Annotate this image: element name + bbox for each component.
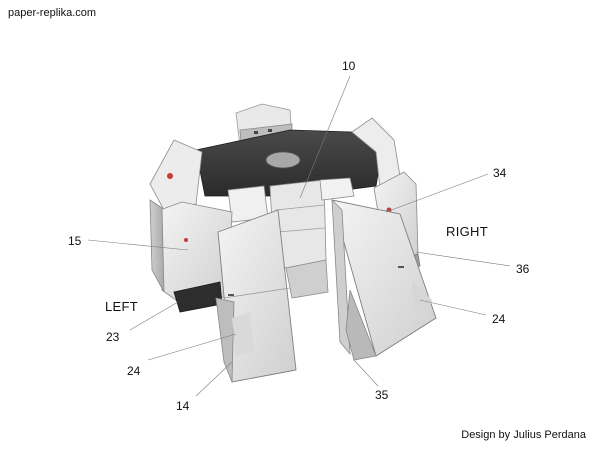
label-left: LEFT [105,299,138,314]
left-housing [149,199,233,313]
part-label-34: 34 [493,166,507,180]
part-label-24-right: 24 [492,312,506,326]
front-right-plate [331,198,437,361]
label-right: RIGHT [446,224,488,239]
part-label-23: 23 [106,330,120,344]
site-watermark: paper-replika.com [8,7,97,19]
part-label-10: 10 [342,59,356,73]
top-hole [265,151,301,169]
part-label-36: 36 [516,262,530,276]
leader-lines [87,75,511,397]
front-left-plate [215,209,297,383]
center-stack [227,177,355,299]
part-label-24-left: 24 [127,364,141,378]
design-credit: Design by Julius Perdana [461,429,586,441]
part-label-35: 35 [375,388,389,402]
part-label-15: 15 [68,234,82,248]
part-label-14: 14 [176,399,190,413]
